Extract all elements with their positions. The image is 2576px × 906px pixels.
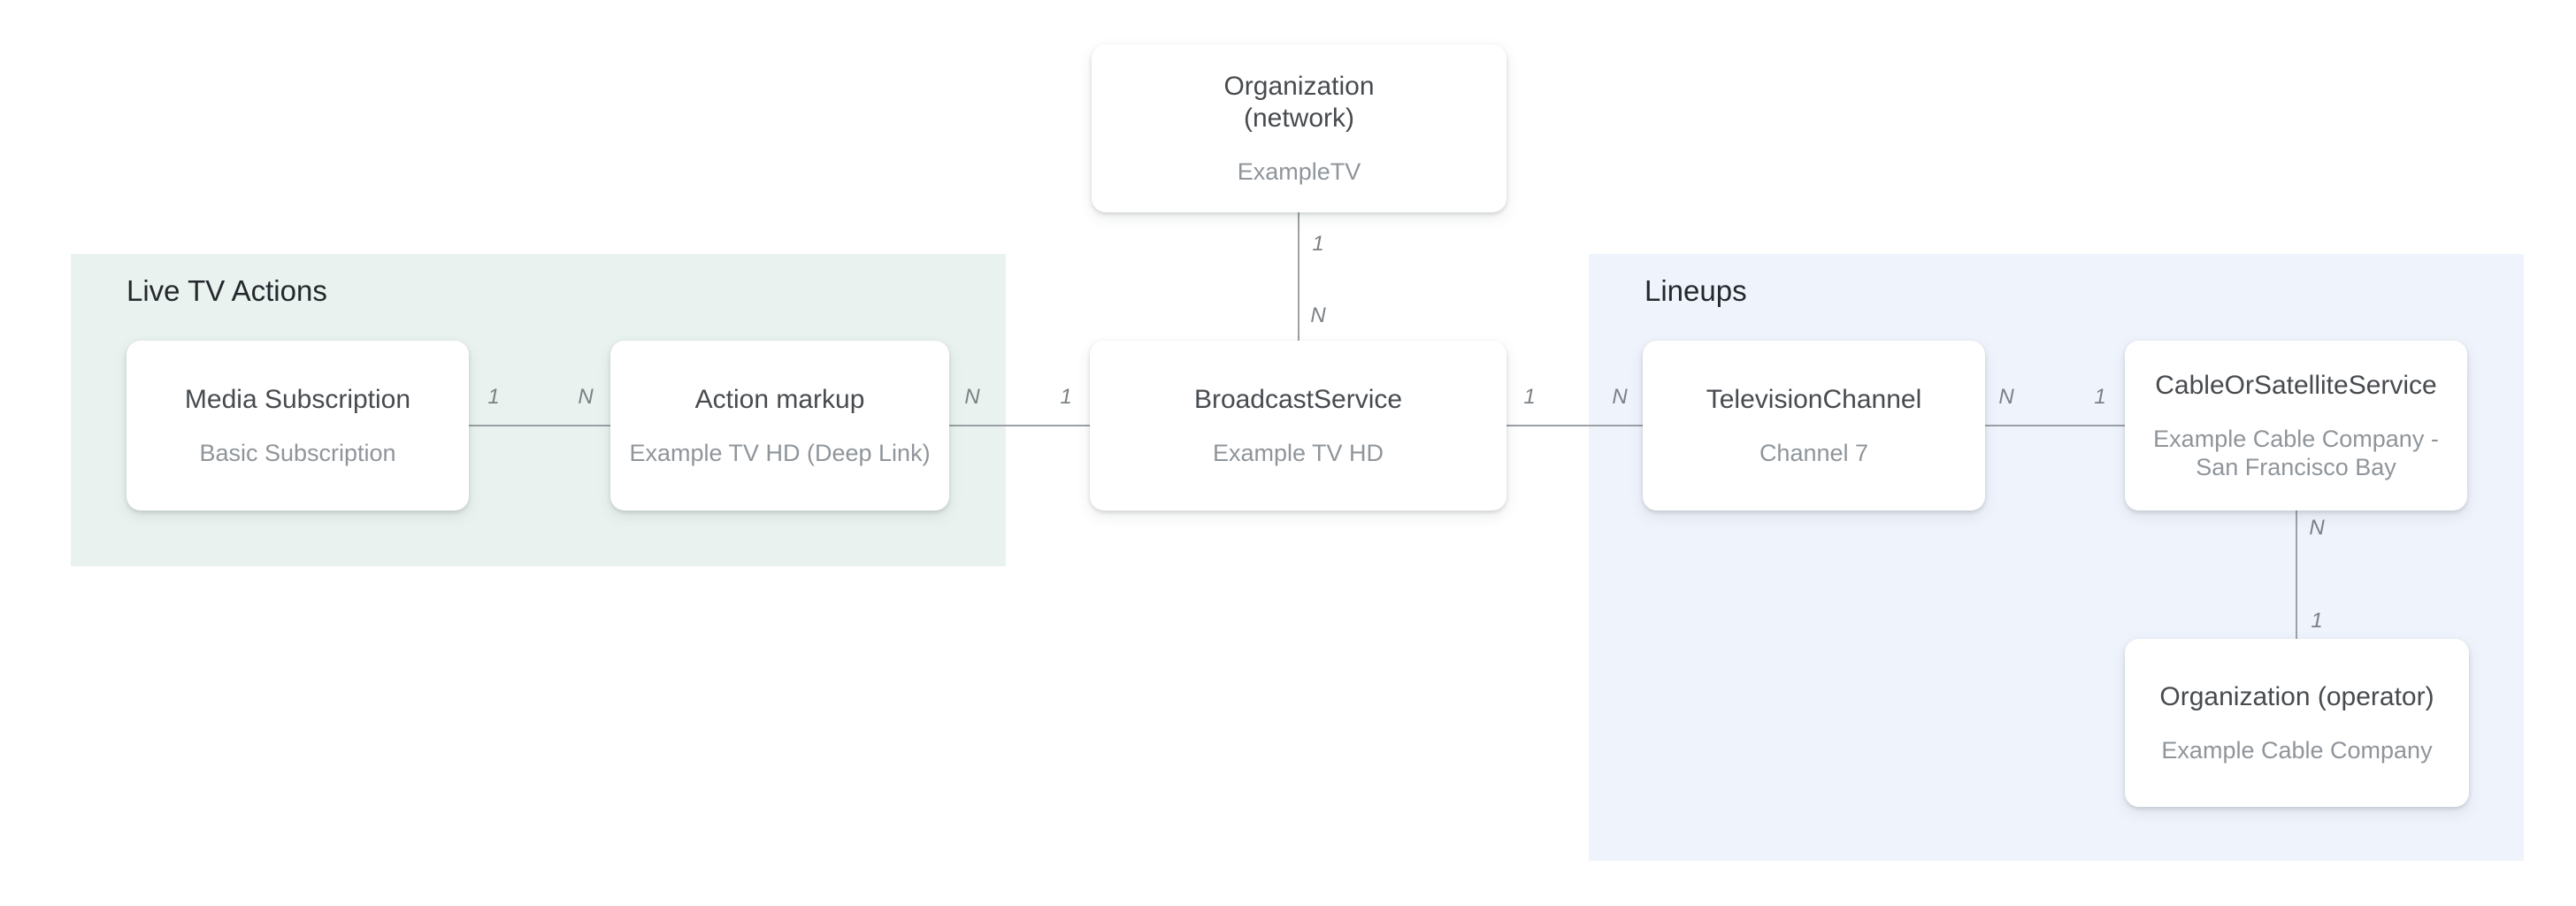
cardinality-label: 1 [2094, 385, 2106, 409]
cardinality-label: 1 [1060, 385, 1072, 409]
node-media-subscription: Media Subscription Basic Subscription [126, 341, 469, 511]
node-action-markup: Action markup Example TV HD (Deep Link) [610, 341, 949, 511]
node-title: BroadcastService [1193, 385, 1403, 414]
node-title: CableOrSatelliteService [2155, 371, 2437, 400]
node-organization-operator: Organization (operator) Example Cable Co… [2125, 639, 2469, 807]
node-subtitle: Example Cable Company [2161, 737, 2433, 764]
connector-cableservice-to-operator [2296, 511, 2297, 639]
region-title-live-tv-actions: Live TV Actions [126, 274, 327, 307]
node-title-line: Organization [1223, 72, 1375, 101]
node-title-line: (network) [1243, 104, 1354, 133]
node-subtitle: Example TV HD [1212, 440, 1384, 466]
node-television-channel: TelevisionChannel Channel 7 [1643, 341, 1985, 511]
cardinality-label: 1 [487, 385, 500, 409]
node-title: Media Subscription [184, 385, 411, 414]
cardinality-label: N [1310, 303, 1326, 327]
cardinality-label: 1 [2311, 609, 2323, 633]
cardinality-label: N [964, 385, 980, 409]
region-title-lineups: Lineups [1644, 274, 1747, 307]
cardinality-label: N [2309, 516, 2325, 540]
cardinality-label: 1 [1523, 385, 1536, 409]
node-title: Organization (operator) [2159, 682, 2434, 711]
node-subtitle: ExampleTV [1237, 158, 1361, 185]
node-subtitle: Example Cable Company - San Francisco Ba… [2153, 426, 2439, 480]
node-title: TelevisionChannel [1706, 385, 1922, 414]
node-subtitle: Example TV HD (Deep Link) [629, 440, 931, 466]
cardinality-label: N [578, 385, 594, 409]
cardinality-label: N [1612, 385, 1628, 409]
cardinality-label: N [1998, 385, 2014, 409]
node-subtitle: Channel 7 [1759, 440, 1869, 466]
node-subtitle: Basic Subscription [199, 440, 396, 466]
cardinality-label: 1 [1312, 232, 1324, 256]
node-title: Organization (network) [1223, 71, 1374, 134]
node-title: Action markup [694, 385, 865, 414]
node-cable-or-satellite-service: CableOrSatelliteService Example Cable Co… [2125, 341, 2467, 511]
node-organization-network: Organization (network) ExampleTV [1092, 44, 1506, 212]
connector-network-to-broadcastservice [1298, 212, 1300, 341]
node-broadcast-service: BroadcastService Example TV HD [1090, 341, 1506, 511]
